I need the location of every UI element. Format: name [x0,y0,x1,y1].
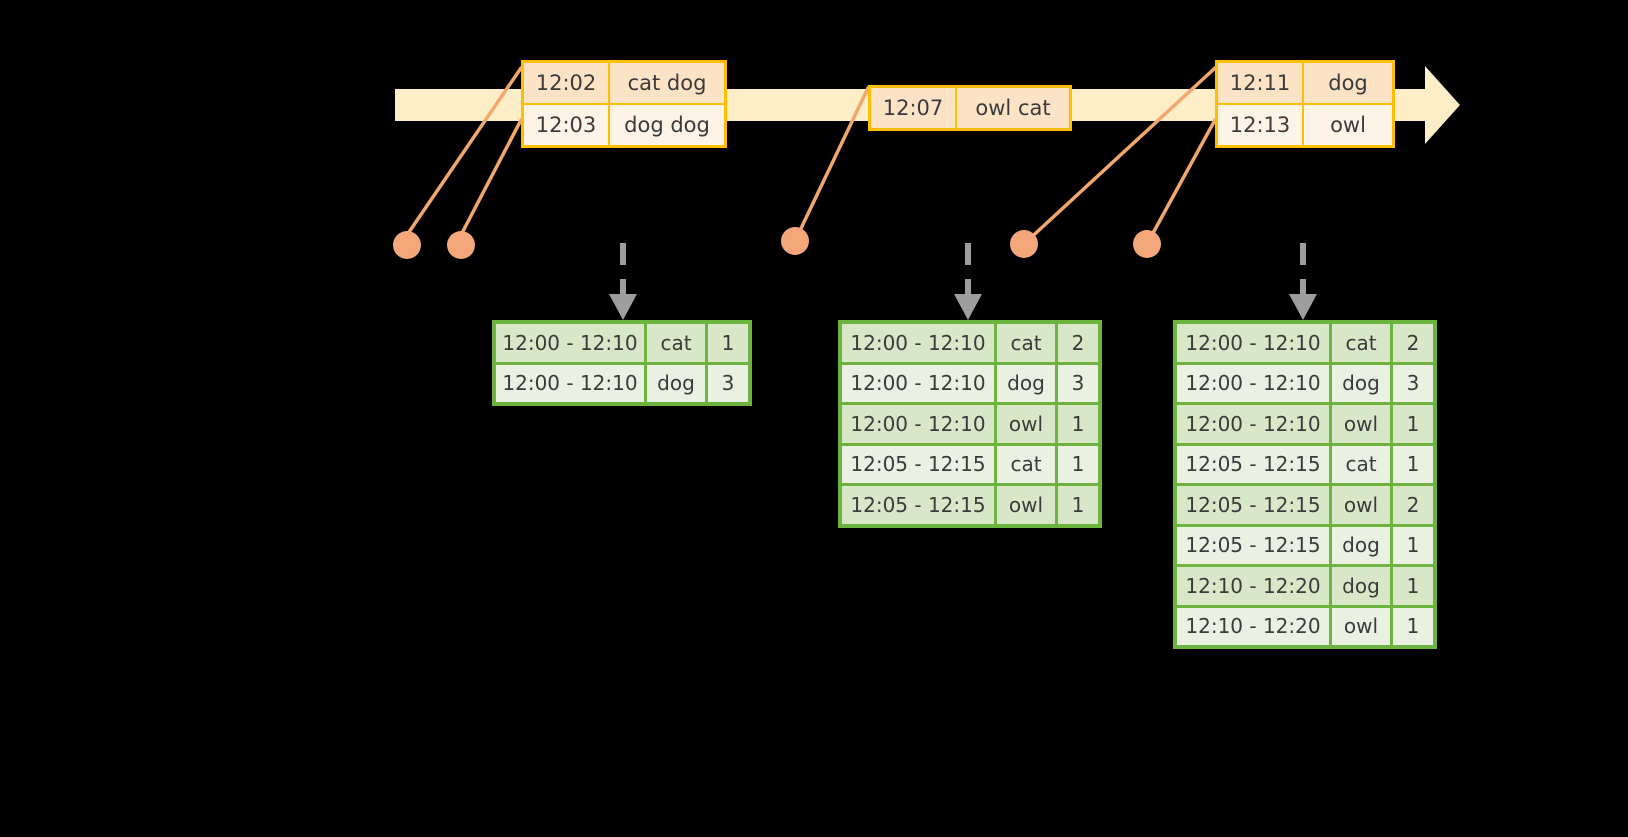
cell-word: owl [1332,486,1390,524]
cell-window: 12:05 - 12:15 [1177,445,1329,483]
cell-word: owl [1332,607,1390,645]
connector-dots [393,227,1161,259]
cell-count: 2 [1393,324,1433,362]
cell-word: dog [1332,364,1390,402]
table-row[interactable]: 12:10 - 12:20 dog 1 [1177,567,1433,605]
result-table-3[interactable]: 12:00 - 12:10 cat 2 12:00 - 12:10 dog 3 … [1173,320,1437,649]
event-words: owl [1330,113,1366,137]
table-row[interactable]: 12:05 - 12:15 cat 1 [1177,445,1433,483]
table-row[interactable]: 12:00 - 12:10 cat 2 [842,324,1098,362]
cell-count: 3 [708,364,748,402]
cell-count: 3 [1393,364,1433,402]
cell-word: cat [1332,324,1390,362]
cell-count: 1 [1393,445,1433,483]
table-row[interactable]: 12:00 - 12:10 owl 1 [842,405,1098,443]
cell-word: owl [1332,405,1390,443]
cell-count: 1 [1058,445,1098,483]
dot-1 [393,231,421,259]
event-words: owl cat [975,96,1051,120]
event-row[interactable]: 12:11 dog [1218,63,1392,103]
table-row[interactable]: 12:10 - 12:20 owl 1 [1177,607,1433,645]
cell-count: 1 [708,324,748,362]
cell-count: 2 [1393,486,1433,524]
table-row[interactable]: 12:00 - 12:10 dog 3 [496,364,748,402]
table-row[interactable]: 12:00 - 12:10 dog 3 [842,364,1098,402]
cell-window: 12:00 - 12:10 [1177,324,1329,362]
cell-word: dog [647,364,705,402]
event-words: dog [1328,71,1368,95]
event-time: 12:02 [524,63,610,103]
dashed-arrow-1 [609,243,637,320]
events-group-1[interactable]: 12:02 cat dog 12:03 dog dog [521,60,727,148]
table-row[interactable]: 12:00 - 12:10 owl 1 [1177,405,1433,443]
event-row[interactable]: 12:02 cat dog [524,63,724,103]
cell-window: 12:10 - 12:20 [1177,607,1329,645]
cell-window: 12:05 - 12:15 [842,486,994,524]
event-words: dog dog [624,113,710,137]
event-time: 12:13 [1218,105,1304,145]
cell-count: 2 [1058,324,1098,362]
cell-word: dog [1332,567,1390,605]
dot-5 [1133,230,1161,258]
dot-2 [447,231,475,259]
event-time: 12:03 [524,105,610,145]
table-row[interactable]: 12:05 - 12:15 owl 2 [1177,486,1433,524]
event-time: 12:07 [871,88,957,128]
dot-3 [781,227,809,255]
cell-window: 12:00 - 12:10 [496,364,644,402]
table-row[interactable]: 12:05 - 12:15 dog 1 [1177,526,1433,564]
table-row[interactable]: 12:00 - 12:10 dog 3 [1177,364,1433,402]
table-row[interactable]: 12:05 - 12:15 owl 1 [842,486,1098,524]
cell-word: cat [997,445,1055,483]
cell-count: 1 [1393,405,1433,443]
cell-count: 1 [1393,567,1433,605]
table-row[interactable]: 12:05 - 12:15 cat 1 [842,445,1098,483]
cell-count: 1 [1393,607,1433,645]
cell-word: cat [647,324,705,362]
dot-4 [1010,230,1038,258]
cell-word: dog [1332,526,1390,564]
cell-window: 12:00 - 12:10 [496,324,644,362]
cell-window: 12:00 - 12:10 [842,405,994,443]
cell-count: 1 [1393,526,1433,564]
cell-window: 12:00 - 12:10 [842,364,994,402]
dashed-arrow-2 [954,243,982,320]
cell-window: 12:05 - 12:15 [842,445,994,483]
cell-word: owl [997,486,1055,524]
cell-word: cat [1332,445,1390,483]
dashed-arrows [609,243,1317,320]
cell-word: dog [997,364,1055,402]
cell-word: cat [997,324,1055,362]
event-row[interactable]: 12:03 dog dog [524,103,724,145]
cell-window: 12:05 - 12:15 [1177,486,1329,524]
cell-count: 3 [1058,364,1098,402]
events-group-3[interactable]: 12:11 dog 12:13 owl [1215,60,1395,148]
event-row[interactable]: 12:07 owl cat [871,88,1069,128]
cell-window: 12:05 - 12:15 [1177,526,1329,564]
table-row[interactable]: 12:00 - 12:10 cat 2 [1177,324,1433,362]
cell-word: owl [997,405,1055,443]
result-table-2[interactable]: 12:00 - 12:10 cat 2 12:00 - 12:10 dog 3 … [838,320,1102,528]
event-words: cat dog [627,71,707,95]
cell-count: 1 [1058,486,1098,524]
dashed-arrow-3 [1289,243,1317,320]
table-row[interactable]: 12:00 - 12:10 cat 1 [496,324,748,362]
cell-count: 1 [1058,405,1098,443]
cell-window: 12:00 - 12:10 [1177,364,1329,402]
events-group-2[interactable]: 12:07 owl cat [868,85,1072,131]
event-time: 12:11 [1218,63,1304,103]
cell-window: 12:00 - 12:10 [842,324,994,362]
event-row[interactable]: 12:13 owl [1218,103,1392,145]
cell-window: 12:00 - 12:10 [1177,405,1329,443]
result-table-1[interactable]: 12:00 - 12:10 cat 1 12:00 - 12:10 dog 3 [492,320,752,406]
cell-window: 12:10 - 12:20 [1177,567,1329,605]
